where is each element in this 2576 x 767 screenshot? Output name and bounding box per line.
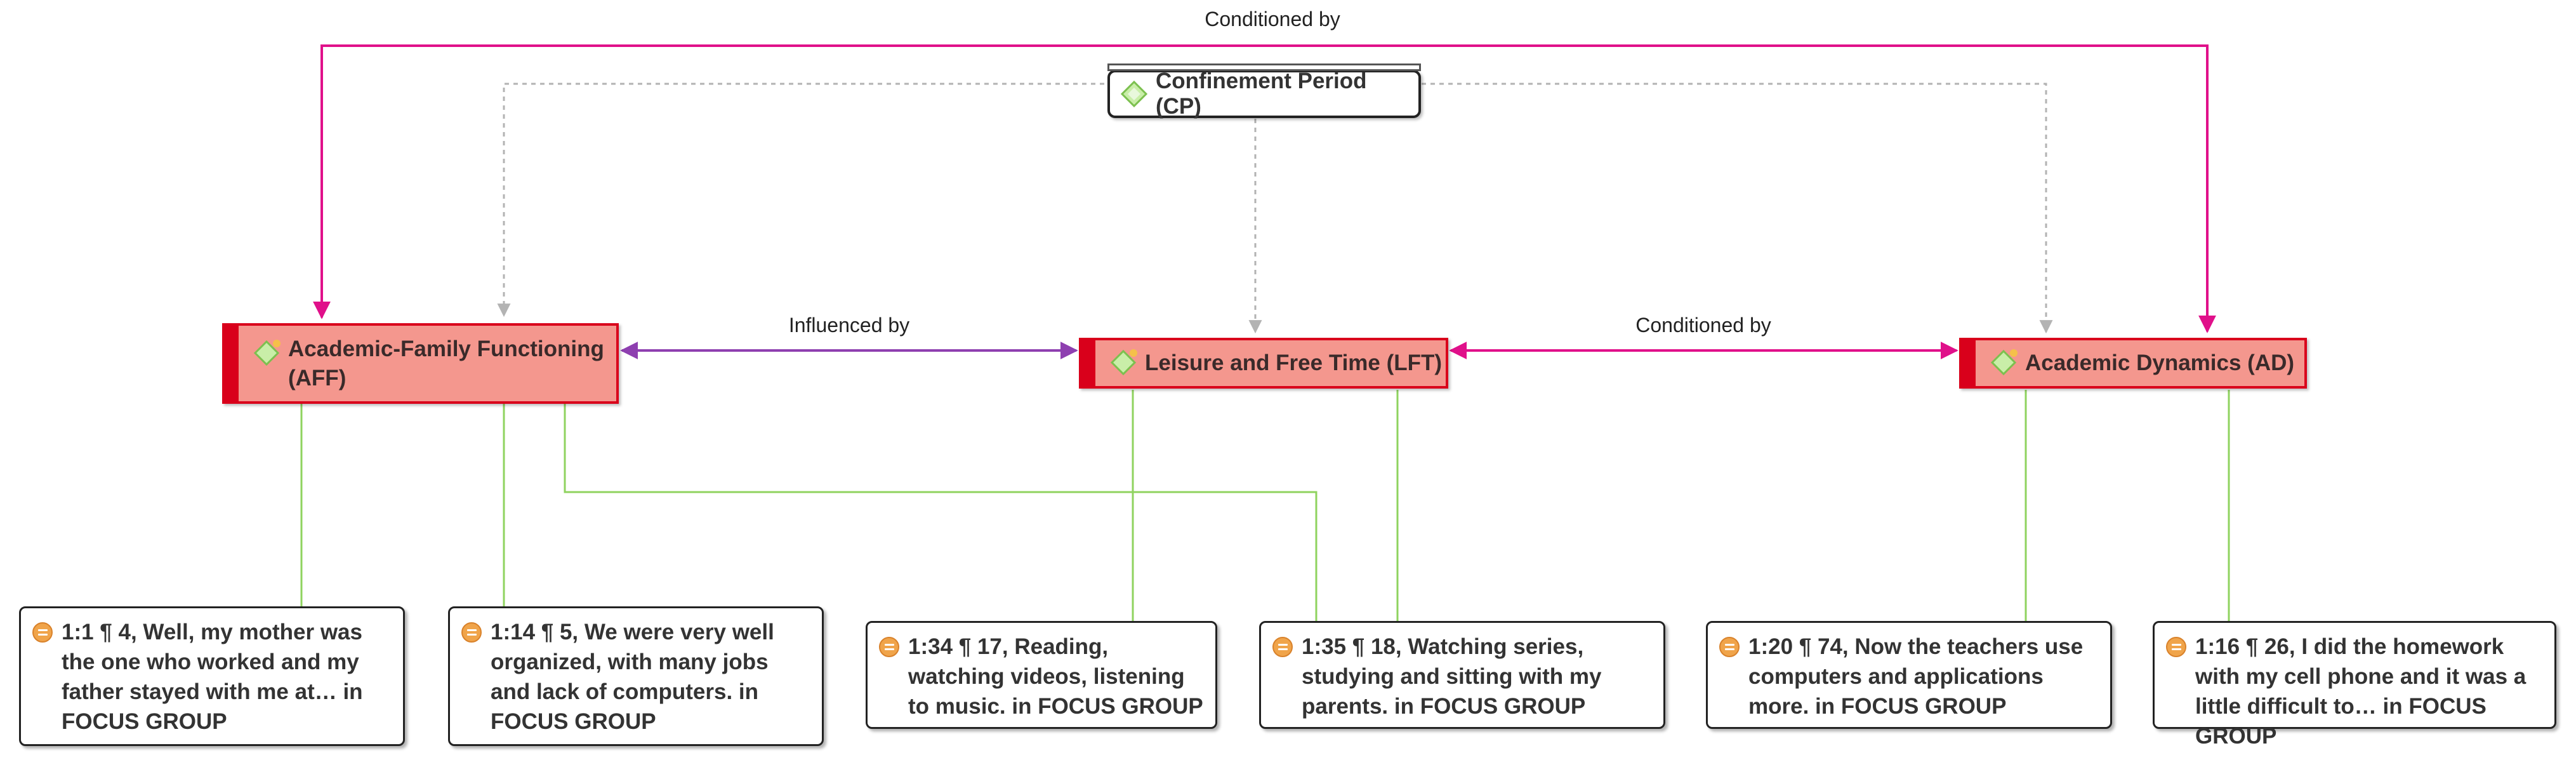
- quotation-text: 1:16 ¶ 26, I did the homework with my ce…: [2195, 634, 2526, 749]
- relation-label-conditioned-mid: Conditioned by: [1635, 314, 1771, 337]
- quotation-node-3[interactable]: 1:34 ¶ 17, Reading, watching videos, lis…: [866, 621, 1217, 729]
- cp-to-ad-link: [1422, 83, 2053, 334]
- code-node-ad[interactable]: Academic Dynamics (AD): [1959, 338, 2307, 389]
- quotation-text: 1:35 ¶ 18, Watching series, studying and…: [1302, 634, 1602, 719]
- cp-header-bar: [1107, 63, 1421, 71]
- code-label-ad: Academic Dynamics (AD): [2025, 350, 2295, 375]
- quotation-node-1[interactable]: 1:1 ¶ 4, Well, my mother was the one who…: [19, 606, 405, 746]
- quotation-icon: [32, 622, 53, 643]
- code-color-bar: [1079, 338, 1095, 389]
- quotation-icon: [2166, 637, 2186, 657]
- code-color-bar: [1959, 338, 1976, 389]
- relation-label-conditioned-top: Conditioned by: [1205, 8, 1340, 30]
- quotation-node-5[interactable]: 1:20 ¶ 74, Now the teachers use computer…: [1706, 621, 2112, 729]
- relation-label-influenced: Influenced by: [788, 314, 910, 337]
- code-node-lft[interactable]: Leisure and Free Time (LFT): [1079, 338, 1448, 389]
- quotation-icon: [1719, 637, 1740, 657]
- code-label-lft: Leisure and Free Time (LFT): [1145, 350, 1443, 375]
- aff-quote4-link: [564, 404, 1318, 621]
- quotation-text: 1:14 ¶ 5, We were very well organized, w…: [491, 620, 774, 734]
- code-node-aff[interactable]: Academic-Family Functioning (AFF): [222, 323, 619, 404]
- diamond-code-icon: [1110, 349, 1137, 376]
- code-node-cp[interactable]: Confinement Period (CP): [1107, 63, 1421, 119]
- code-color-bar: [222, 323, 239, 404]
- quotation-node-2[interactable]: 1:14 ¶ 5, We were very well organized, w…: [448, 606, 824, 746]
- quotation-links: [300, 390, 2230, 621]
- code-label-cp: Confinement Period (CP): [1156, 69, 1367, 119]
- cp-to-aff-link: [497, 83, 1104, 317]
- quotation-icon: [1272, 637, 1293, 657]
- quotation-text: 1:1 ¶ 4, Well, my mother was the one who…: [62, 620, 363, 734]
- quotation-node-6[interactable]: 1:16 ¶ 26, I did the homework with my ce…: [2153, 621, 2556, 749]
- quotation-node-4[interactable]: 1:35 ¶ 18, Watching series, studying and…: [1259, 621, 1665, 729]
- quotation-text: 1:34 ¶ 17, Reading, watching videos, lis…: [908, 634, 1203, 719]
- diamond-code-icon: [1120, 80, 1148, 108]
- cp-dotted-links: [497, 83, 2053, 334]
- relation-conditioned-top-line[interactable]: [313, 44, 2216, 333]
- quotation-text: 1:20 ¶ 74, Now the teachers use computer…: [1748, 634, 2084, 719]
- diamond-code-icon: [253, 340, 281, 366]
- quotation-icon: [461, 622, 482, 643]
- quotation-icon: [879, 637, 899, 657]
- code-label-aff: Academic-Family Functioning (AFF): [288, 337, 604, 390]
- diamond-code-icon: [1990, 349, 2018, 376]
